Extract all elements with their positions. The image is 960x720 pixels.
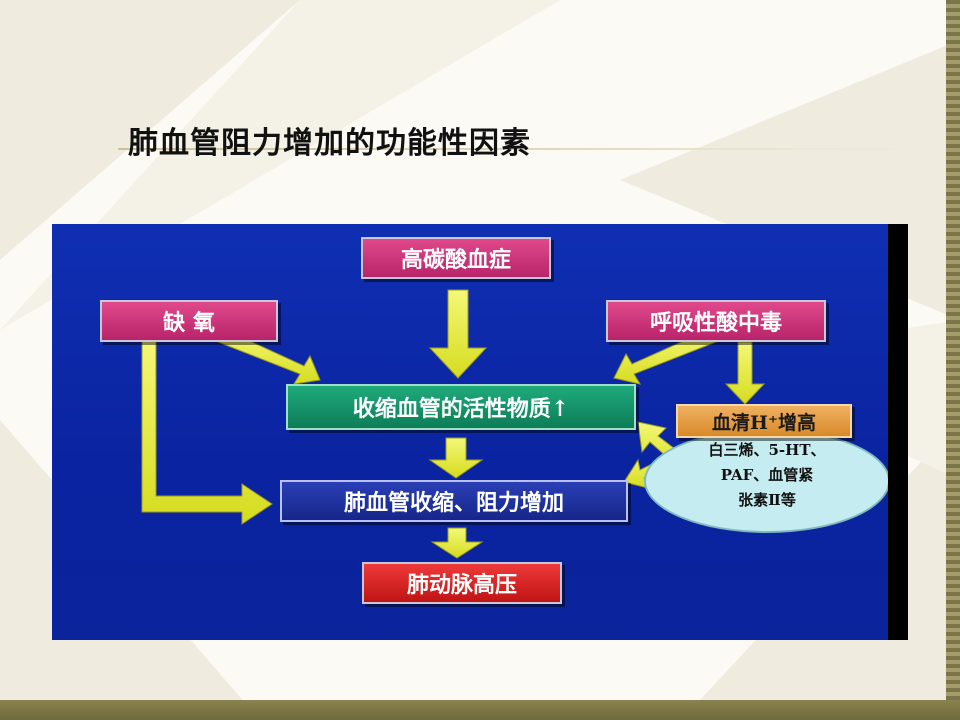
bottom-bar xyxy=(0,700,960,720)
arrow-acidosis-to-serum-h xyxy=(724,341,766,405)
diagram-black-strip xyxy=(888,224,908,640)
box-hypoxia: 缺 氧 xyxy=(100,300,278,342)
arrow-hypoxia-to-constriction xyxy=(141,339,273,525)
flow-diagram: 白三烯、5-HT、 PAF、血管紧 张素Ⅱ等 高碳酸血症 缺 氧 呼吸性酸中毒 … xyxy=(52,224,908,640)
box-vasoactive-substances: 收缩血管的活性物质↑ xyxy=(286,384,636,430)
mediators-text: 白三烯、5-HT、 PAF、血管紧 张素Ⅱ等 xyxy=(672,438,862,513)
mediators-line-2: PAF、血管紧 xyxy=(720,466,814,484)
box-high-co2: 高碳酸血症 xyxy=(361,237,551,279)
arrow-co2-to-vasoactive xyxy=(428,289,488,379)
right-edge-strip xyxy=(946,0,960,700)
mediators-line-3: 张素Ⅱ等 xyxy=(738,491,796,509)
box-vasoconstriction: 肺血管收缩、阻力增加 xyxy=(280,480,628,522)
box-pulmonary-hypertension: 肺动脉高压 xyxy=(362,562,562,604)
mediators-line-1: 白三烯、5-HT、 xyxy=(708,441,826,459)
box-acidosis: 呼吸性酸中毒 xyxy=(606,300,826,342)
arrow-vasoactive-to-constriction xyxy=(428,437,484,479)
box-serum-h: 血清H⁺增高 xyxy=(676,404,852,438)
slide-title: 肺血管阻力增加的功能性因素 xyxy=(128,126,531,161)
title-underline xyxy=(118,148,918,150)
arrow-constriction-to-result xyxy=(430,527,484,559)
